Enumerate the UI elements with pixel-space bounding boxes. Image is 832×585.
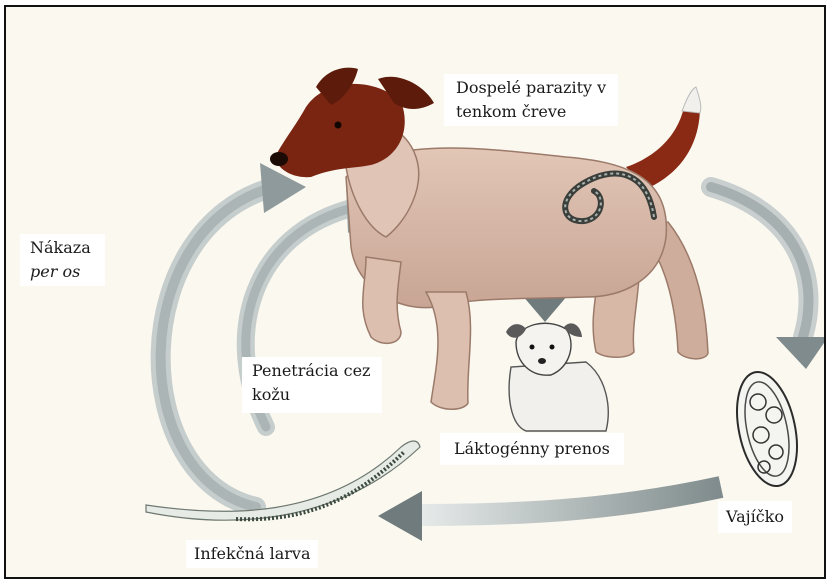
- label-infection-line1: Nákaza: [30, 236, 91, 260]
- label-infection-per-os: Nákaza per os: [20, 234, 105, 286]
- egg-illustration: [728, 366, 807, 491]
- arrow-egg-to-larva: [378, 487, 721, 541]
- label-skin-penetration: Penetrácia cez kožu: [242, 357, 382, 413]
- arrow-egg-shedding: [711, 187, 826, 369]
- label-skin-penetration-line2: kožu: [252, 383, 370, 407]
- label-adult-parasites-line2: tenkom čreve: [456, 100, 606, 124]
- label-adult-parasites: Dospelé parazity v tenkom čreve: [444, 74, 618, 126]
- label-egg: Vajíčko: [718, 501, 792, 533]
- label-lactogenic-transmission: Láktogénny prenos: [440, 433, 624, 465]
- label-adult-parasites-line1: Dospelé parazity v: [456, 76, 606, 100]
- diagram-frame: Dospelé parazity v tenkom čreve Nákaza p…: [4, 5, 826, 579]
- arrow-per-os: [161, 163, 306, 507]
- puppy-illustration: [506, 323, 608, 431]
- label-skin-penetration-line1: Penetrácia cez: [252, 359, 370, 383]
- label-infective-larva: Infekčná larva: [186, 540, 318, 568]
- label-infection-line2: per os: [30, 260, 91, 284]
- lifecycle-illustration: [6, 7, 826, 579]
